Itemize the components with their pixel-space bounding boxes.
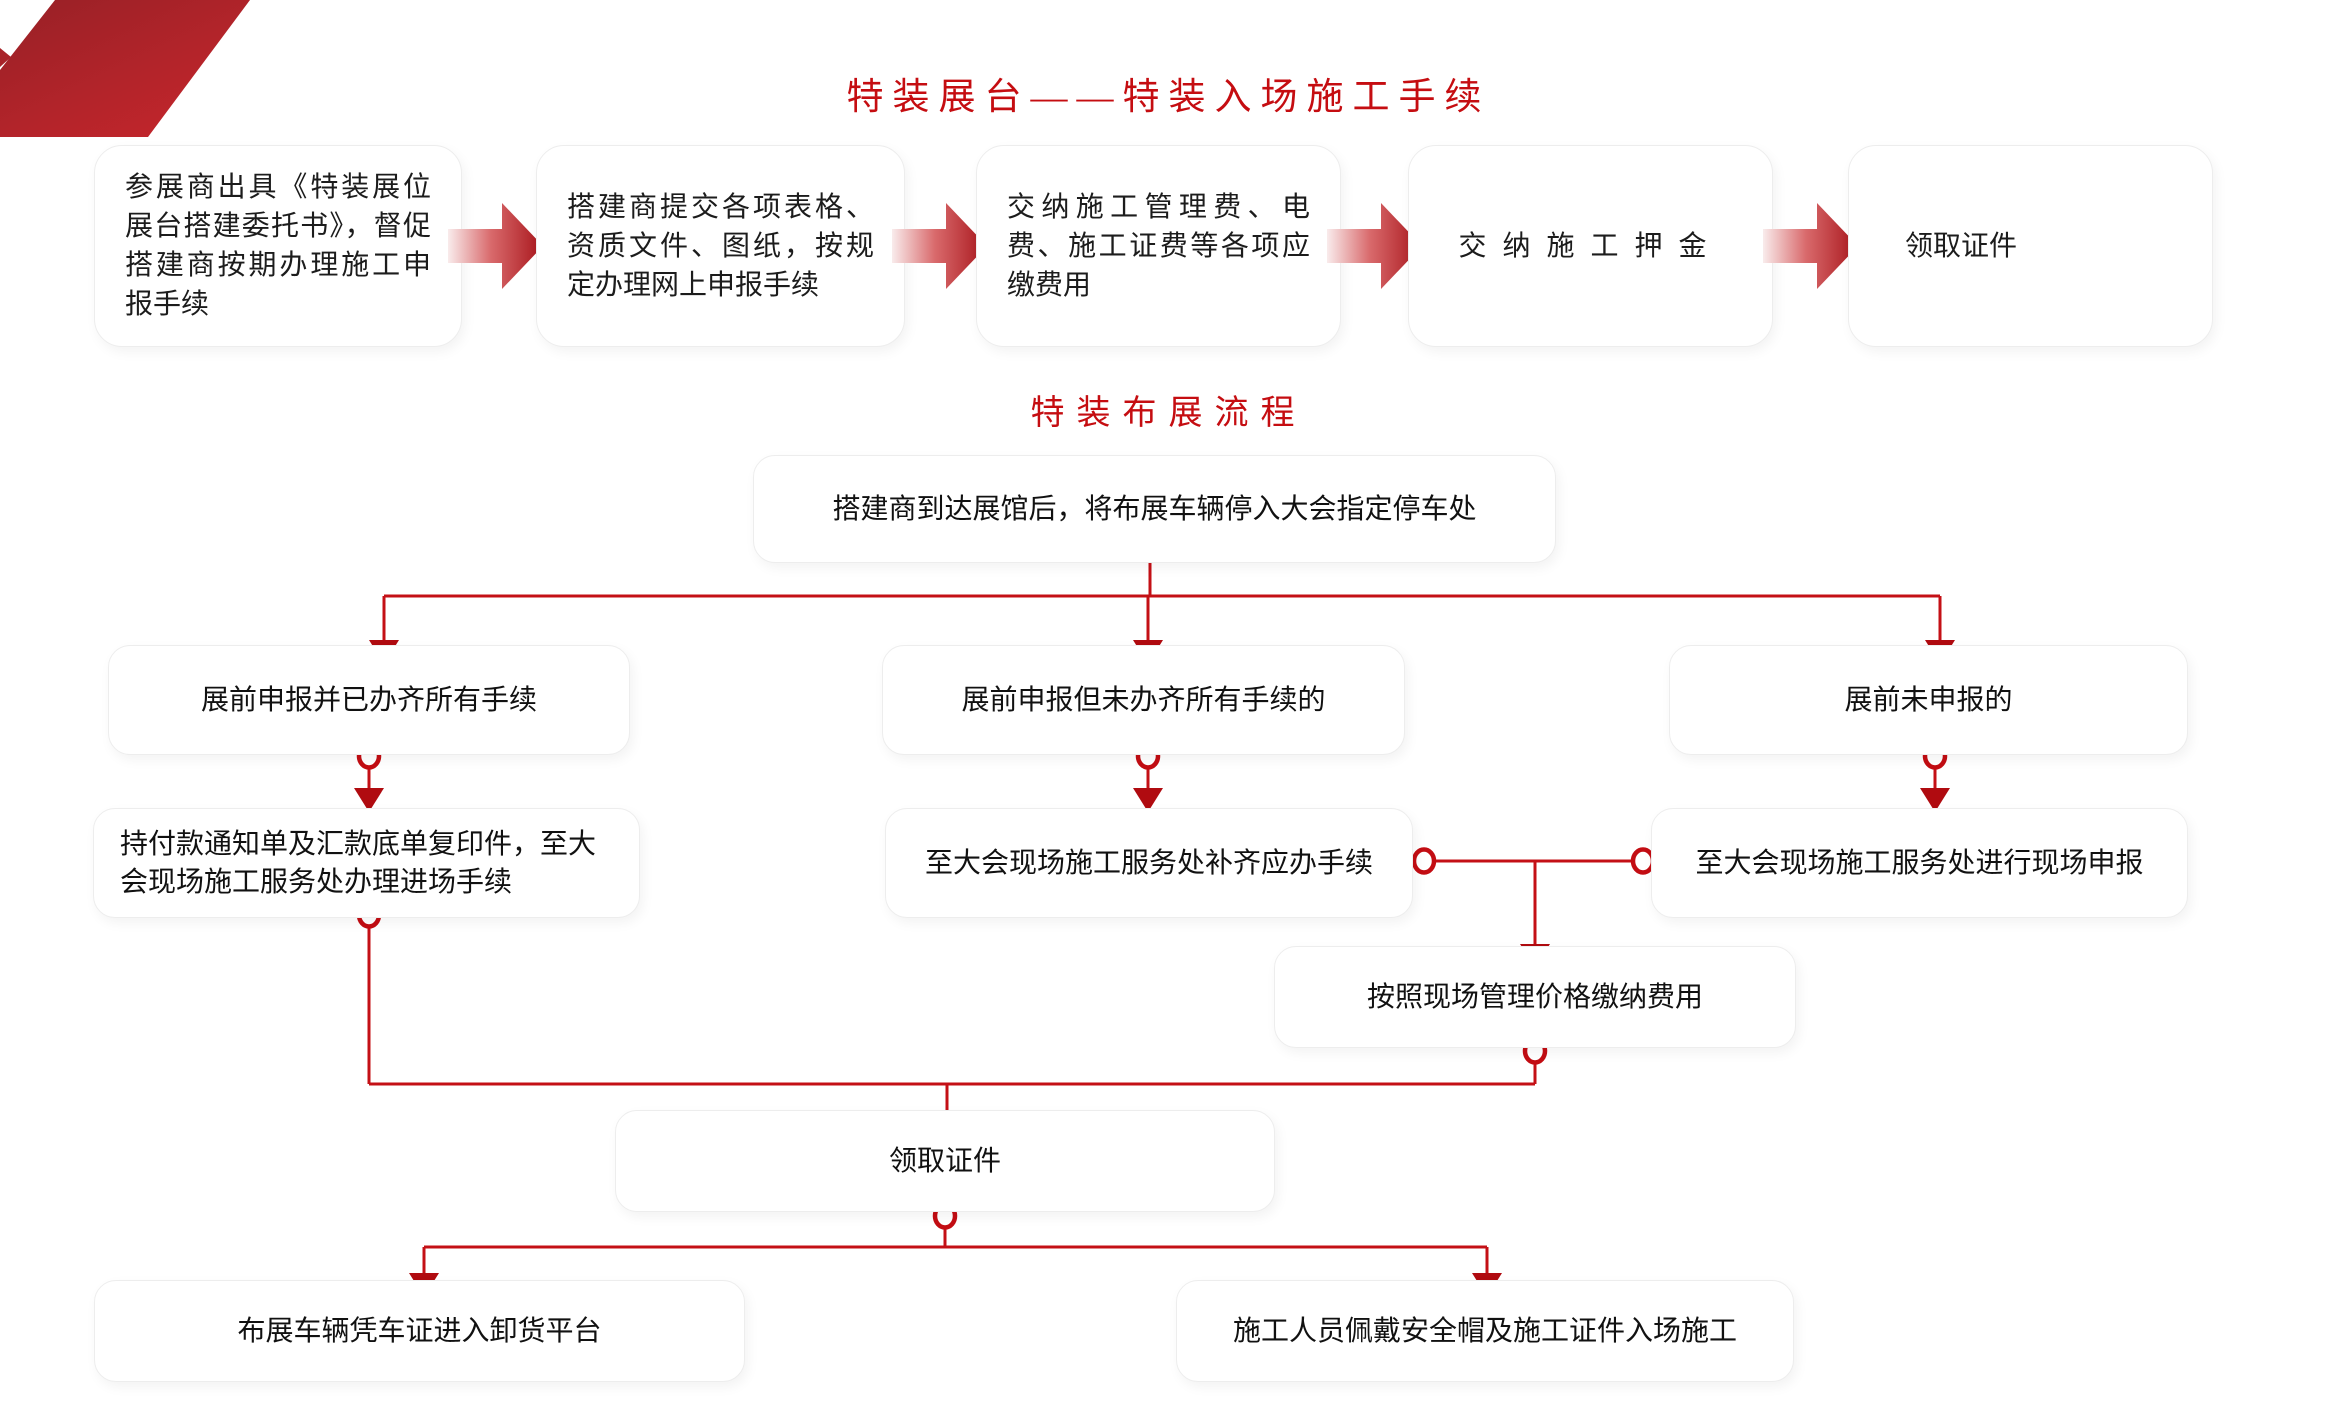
section2-title: 特装布展流程 xyxy=(1030,395,1307,432)
section1-title: 特装展台——特装入场施工手续 xyxy=(846,77,1491,118)
flow-node-not-declared: 展前未申报的 xyxy=(1669,645,2188,755)
procedure-step-label: 搭建商提交各项表格、资质文件、图纸，按规定办理网上申报手续 xyxy=(567,191,874,301)
procedure-step-label: 领取证件 xyxy=(1905,230,2018,262)
flow-node-worker-entry: 施工人员佩戴安全帽及施工证件入场施工 xyxy=(1176,1280,1794,1382)
procedure-step-card-2: 搭建商提交各项表格、资质文件、图纸，按规定办理网上申报手续 xyxy=(536,145,905,347)
procedure-step-card-4: 交纳施工押金 xyxy=(1408,145,1773,347)
procedure-step-label: 参展商出具《特装展位展台搭建委托书》，督促搭建商按期办理施工申报手续 xyxy=(125,172,431,320)
procedure-step-card-1: 参展商出具《特装展位展台搭建委托书》，督促搭建商按期办理施工申报手续 xyxy=(94,145,462,347)
procedure-step-card-5: 领取证件 xyxy=(1848,145,2213,347)
flow-node-collect-certificates: 领取证件 xyxy=(615,1110,1275,1212)
procedure-step-label: 交纳施工管理费、电费、施工证费等各项应缴费用 xyxy=(1007,191,1310,301)
flow-node-pay-onsite-price: 按照现场管理价格缴纳费用 xyxy=(1274,946,1796,1048)
flow-node-label: 展前申报并已办齐所有手续 xyxy=(200,684,537,715)
step-arrow-icon xyxy=(1327,203,1422,289)
flow-node-label: 施工人员佩戴安全帽及施工证件入场施工 xyxy=(1232,1315,1737,1346)
step-arrow-icon xyxy=(448,203,543,289)
step-arrow-icon xyxy=(1763,203,1858,289)
flow-node-label: 搭建商到达展馆后，将布展车辆停入大会指定停车处 xyxy=(832,493,1477,524)
flow-node-vehicle-entry: 布展车辆凭车证进入卸货平台 xyxy=(94,1280,745,1382)
flow-node-label: 按照现场管理价格缴纳费用 xyxy=(1366,981,1703,1012)
flow-node-label: 至大会现场施工服务处进行现场申报 xyxy=(1695,847,2144,878)
procedure-step-label: 交纳施工押金 xyxy=(1458,230,1723,262)
flow-node-label: 展前未申报的 xyxy=(1844,684,2013,715)
flow-node-start: 搭建商到达展馆后，将布展车辆停入大会指定停车处 xyxy=(753,455,1556,563)
flow-node-label: 领取证件 xyxy=(888,1145,1001,1176)
flow-node-complete-onsite: 至大会现场施工服务处补齐应办手续 xyxy=(885,808,1413,918)
flow-node-declare-onsite: 至大会现场施工服务处进行现场申报 xyxy=(1651,808,2188,918)
procedure-step-card-3: 交纳施工管理费、电费、施工证费等各项应缴费用 xyxy=(976,145,1341,347)
flow-node-pay-notice: 持付款通知单及汇款底单复印件，至大会现场施工服务处办理进场手续 xyxy=(93,808,640,918)
flow-node-label: 布展车辆凭车证进入卸货平台 xyxy=(237,1315,602,1346)
corner-ribbon-sliver xyxy=(0,48,11,67)
flow-node-label: 至大会现场施工服务处补齐应办手续 xyxy=(924,847,1373,878)
flow-node-declared-incomplete: 展前申报但未办齐所有手续的 xyxy=(882,645,1405,755)
flow-node-declared-complete: 展前申报并已办齐所有手续 xyxy=(108,645,630,755)
step-arrow-icon xyxy=(892,203,987,289)
flow-node-label: 展前申报但未办齐所有手续的 xyxy=(961,684,1326,715)
flow-node-label: 持付款通知单及汇款底单复印件，至大会现场施工服务处办理进场手续 xyxy=(120,828,597,897)
